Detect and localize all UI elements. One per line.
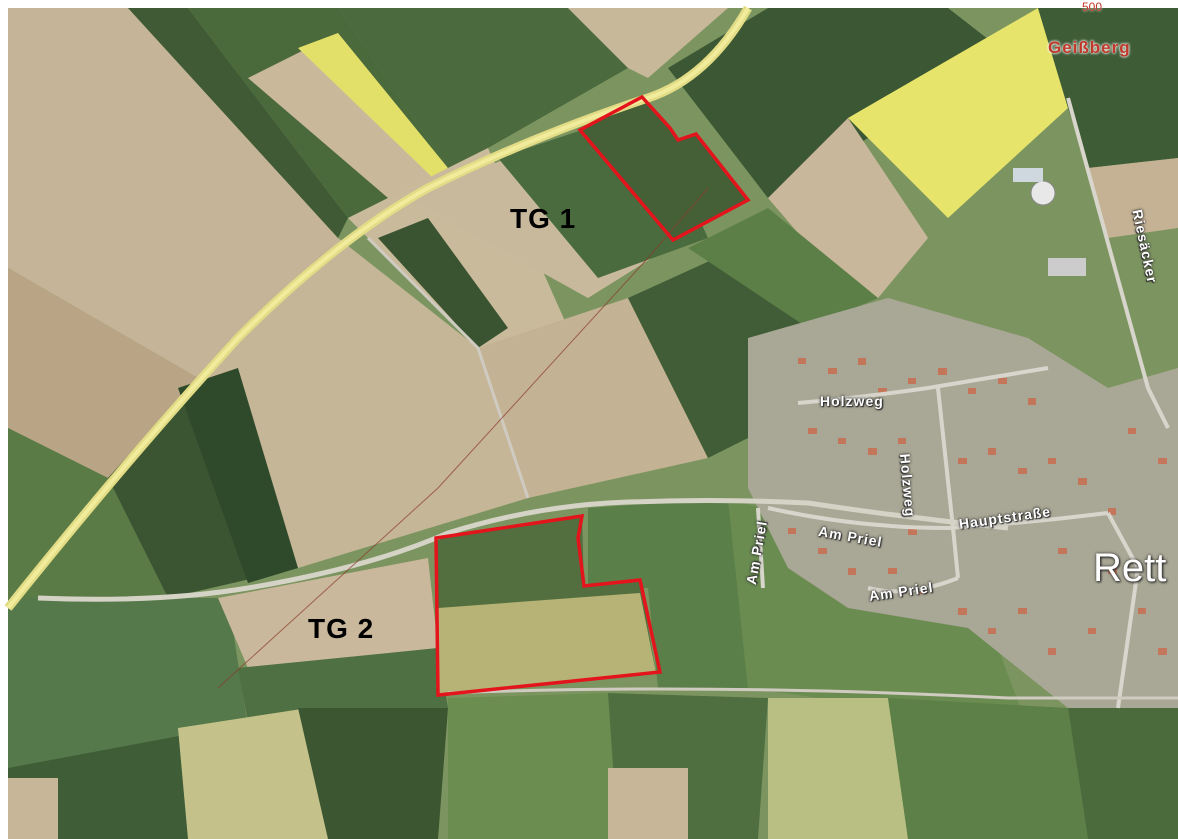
street-label-holzweg-h: Holzweg: [820, 393, 884, 409]
aerial-map[interactable]: 500 Geißberg TG 1 TG 2 Holzweg Holzweg R…: [4, 0, 1178, 839]
village: [748, 298, 1178, 708]
aerial-imagery: [4, 5, 1178, 839]
peak-elevation: 500: [1082, 0, 1103, 14]
plot-label-tg2: TG 2: [308, 613, 375, 644]
field-tan: [8, 8, 338, 378]
field-rapeseed: [848, 8, 1068, 218]
field-rapeseed: [298, 33, 448, 178]
plot-label-tg1: TG 1: [510, 203, 577, 234]
town-label: Rett: [1093, 546, 1167, 590]
tg1-boundary: [577, 94, 751, 243]
secondary-road: [37, 498, 1009, 602]
peak-label: Geißberg: [1048, 38, 1131, 57]
tg2-boundary: [434, 513, 663, 697]
